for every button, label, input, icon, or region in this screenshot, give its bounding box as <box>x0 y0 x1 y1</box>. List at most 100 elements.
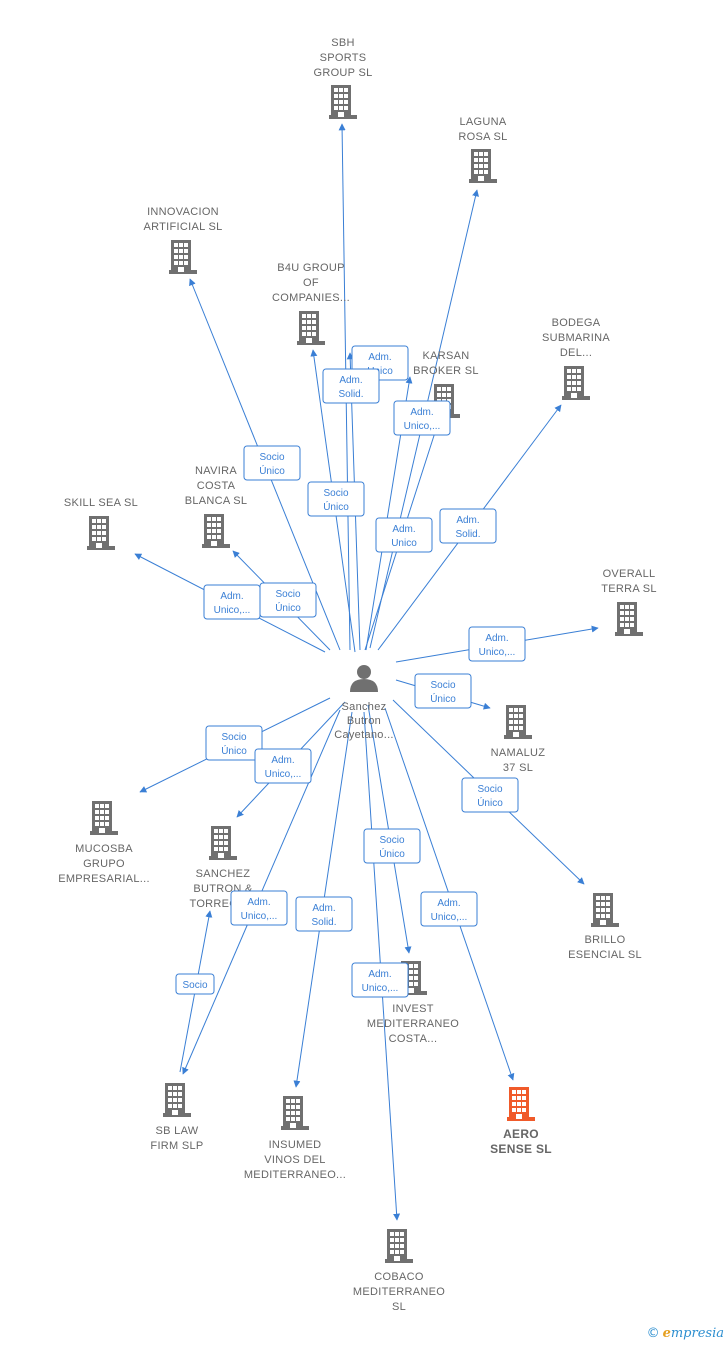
building-icon <box>297 311 325 345</box>
relation-label-r-sblaw[interactable]: Adm.Unico,... <box>230 890 288 926</box>
building-icon <box>87 516 115 550</box>
relation-box <box>254 748 312 784</box>
relation-box <box>375 517 433 553</box>
relation-text: Unico,... <box>265 769 302 780</box>
company-name-line: INSUMED <box>269 1139 322 1151</box>
relation-text: Adm. <box>368 352 391 363</box>
relation-text: Solid. <box>455 529 480 540</box>
company-node-mucosba[interactable]: MUCOSBAGRUPOEMPRESARIAL... <box>58 801 150 885</box>
relation-text: Único <box>221 744 247 757</box>
relation-label-r-bodega[interactable]: Adm.Solid. <box>439 508 497 544</box>
relation-text: Unico <box>367 366 393 377</box>
relation-text: Unico,... <box>241 911 278 922</box>
relation-label-r-laguna[interactable]: Adm.Unico <box>375 517 433 553</box>
relation-label-r-skillsea[interactable]: Adm. Unico,... <box>203 584 261 620</box>
company-name-line: TERRA SL <box>601 583 657 595</box>
brand-watermark: ©empresia <box>647 1326 724 1341</box>
relation-text: Único <box>477 796 503 809</box>
company-node-bodega[interactable]: BODEGA SUBMARINA DEL... <box>542 317 610 400</box>
company-node-cobaco[interactable]: COBACO MEDITERRANEO SL <box>353 1229 445 1313</box>
company-node-invest[interactable]: INVESTMEDITERRANEOCOSTA... <box>367 961 459 1045</box>
relation-text: Unico,... <box>214 605 251 616</box>
relation-text: Socio <box>323 488 348 499</box>
relation-label-r-aero[interactable]: Adm. Unico,... <box>420 891 478 927</box>
relation-text: Adm. <box>220 591 243 602</box>
building-icon <box>90 801 118 835</box>
company-node-skillsea[interactable]: SKILL SEA SL <box>64 497 138 550</box>
person-icon <box>350 665 378 692</box>
company-name-line: INNOVACION <box>147 206 219 218</box>
relation-text: Adm. <box>339 375 362 386</box>
relation-text: Único <box>323 500 349 513</box>
company-name-line: VINOS DEL <box>264 1154 325 1166</box>
person-node[interactable]: SanchezButronCayetano... <box>334 665 394 741</box>
relation-label-r-insumed[interactable]: Adm. Solid. <box>295 896 353 932</box>
relation-text: Unico,... <box>431 912 468 923</box>
company-name-line: SB LAW <box>156 1125 199 1137</box>
relation-label-r-b4u[interactable]: Adm.Solid. <box>322 368 380 404</box>
brand-name: mpresia <box>670 1326 724 1341</box>
relation-box <box>230 890 288 926</box>
relation-label-r-socio[interactable]: Socio <box>175 973 215 995</box>
relation-text: Socio <box>477 784 502 795</box>
relation-label-r-cobaco[interactable]: Adm.Unico,... <box>351 962 409 998</box>
copyright-icon: © <box>646 1326 660 1341</box>
company-name-line: COMPANIES... <box>272 292 350 304</box>
relation-text: Unico,... <box>479 647 516 658</box>
relation-label-r-sanchezbutron[interactable]: Adm. Unico,... <box>254 748 312 784</box>
relation-label-r-overall[interactable]: Adm.Unico,... <box>468 626 526 662</box>
relation-box <box>175 973 215 995</box>
person-name-line: Butron <box>347 715 381 727</box>
relation-text: Socio <box>182 980 207 991</box>
company-name-line: COSTA... <box>389 1033 438 1045</box>
relation-text: Socio <box>430 680 455 691</box>
edge-labels-layer: Adm.UnicoAdm.Solid.Adm.Unico,...SocioÚni… <box>175 345 526 998</box>
company-name-line: MEDITERRANEO... <box>244 1169 346 1181</box>
company-name-line: GROUP SL <box>313 67 372 79</box>
company-name-line: SBH <box>331 37 355 49</box>
company-node-innovacion[interactable]: INNOVACION ARTIFICIAL SL <box>143 206 222 274</box>
company-name-line: SANCHEZ <box>196 868 251 880</box>
company-name-line: ARTIFICIAL SL <box>143 221 222 233</box>
company-name-line: SUBMARINA <box>542 332 610 344</box>
company-name-line: 37 SL <box>503 762 533 774</box>
relation-text: Adm. <box>437 898 460 909</box>
relation-text: Adm. <box>368 969 391 980</box>
building-icon <box>591 893 619 927</box>
relation-text: Adm. <box>312 903 335 914</box>
building-icon <box>385 1229 413 1263</box>
relation-box <box>414 673 472 709</box>
company-node-insumed[interactable]: INSUMED VINOS DEL MEDITERRANEO... <box>244 1096 346 1181</box>
relation-box <box>461 777 519 813</box>
relation-text: Solid. <box>311 917 336 928</box>
company-name-line: INVEST <box>392 1003 434 1015</box>
relation-text: Adm. <box>271 755 294 766</box>
company-name-line: COBACO <box>374 1271 424 1283</box>
company-name-line: SL <box>392 1301 406 1313</box>
relation-box <box>468 626 526 662</box>
company-name-line: BODEGA <box>552 317 601 329</box>
company-name-line: MEDITERRANEO <box>353 1286 445 1298</box>
company-node-b4u[interactable]: B4U GROUPOFCOMPANIES... <box>272 262 350 345</box>
person-name-line: Cayetano... <box>334 729 394 741</box>
company-name-line: DEL... <box>560 347 592 359</box>
relation-box <box>205 725 263 761</box>
relation-label-r-karsan[interactable]: Adm.Unico,... <box>393 400 451 436</box>
